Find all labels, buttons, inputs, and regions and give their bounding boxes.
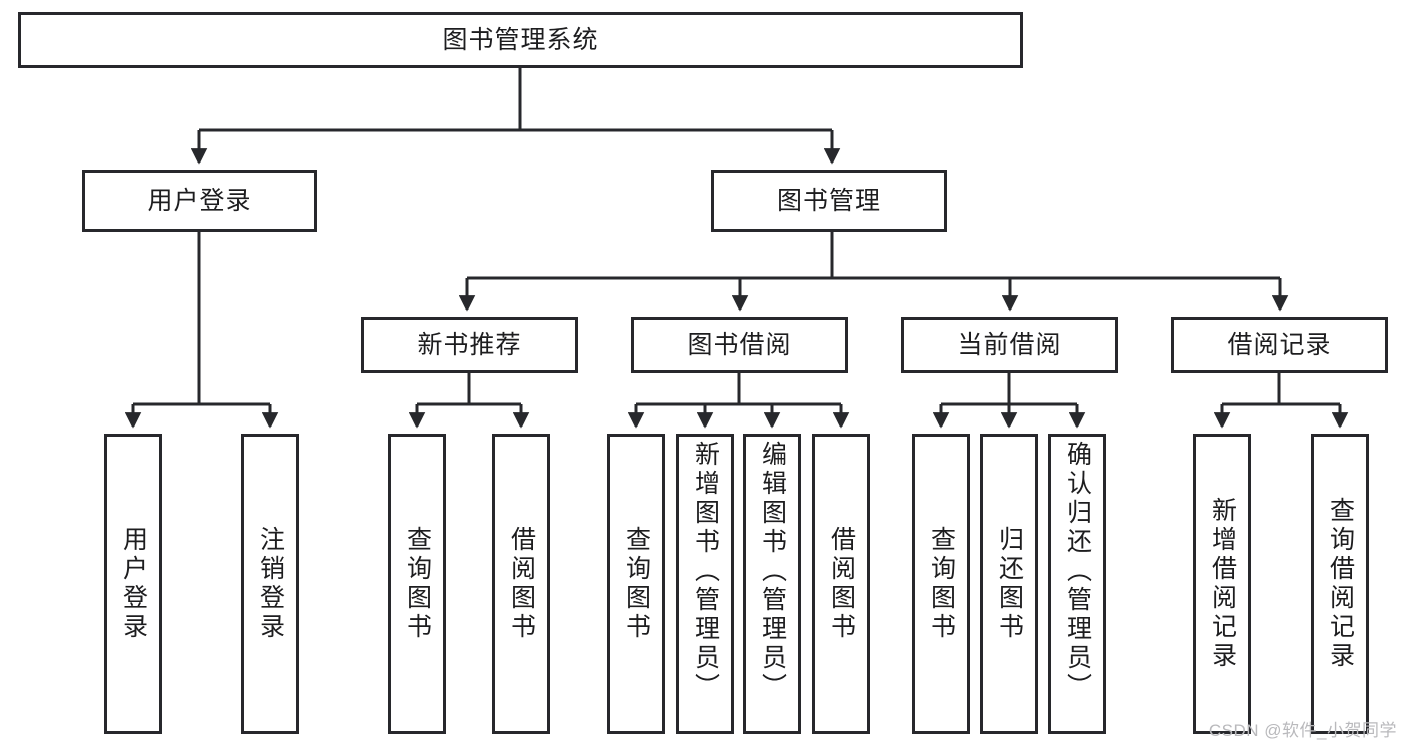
node-root-label: 图书管理系统 — [442, 25, 599, 54]
leaf-borrow-book-1-label: 借阅图书 — [507, 526, 536, 642]
node-new-book-recommend-label: 新书推荐 — [417, 330, 522, 359]
leaf-edit-book[interactable]: 编辑图书（管理员） — [743, 434, 801, 734]
leaf-query-book-3-label: 查询图书 — [927, 526, 956, 642]
leaf-query-book-3[interactable]: 查询图书 — [912, 434, 970, 734]
leaf-borrow-book-2[interactable]: 借阅图书 — [812, 434, 870, 734]
leaf-user-logout-label: 注销登录 — [256, 526, 285, 642]
leaf-query-book-2-label: 查询图书 — [622, 526, 651, 642]
leaf-borrow-book-1[interactable]: 借阅图书 — [492, 434, 550, 734]
leaf-query-book-1[interactable]: 查询图书 — [388, 434, 446, 734]
node-new-book-recommend[interactable]: 新书推荐 — [361, 317, 578, 373]
leaf-query-book-2[interactable]: 查询图书 — [607, 434, 665, 734]
leaf-query-book-1-label: 查询图书 — [403, 526, 432, 642]
leaf-user-logout[interactable]: 注销登录 — [241, 434, 299, 734]
leaf-return-book[interactable]: 归还图书 — [980, 434, 1038, 734]
leaf-add-book-label: 新增图书（管理员） — [691, 441, 720, 702]
leaf-confirm-return[interactable]: 确认归还（管理员） — [1048, 434, 1106, 734]
node-borrow-record-label: 借阅记录 — [1227, 330, 1332, 359]
node-user-login-label: 用户登录 — [147, 186, 252, 215]
leaf-edit-book-label: 编辑图书（管理员） — [758, 441, 787, 702]
leaf-query-record-label: 查询借阅记录 — [1326, 497, 1355, 671]
leaf-user-login[interactable]: 用户登录 — [104, 434, 162, 734]
node-book-management-label: 图书管理 — [776, 186, 881, 215]
node-root[interactable]: 图书管理系统 — [18, 12, 1023, 68]
node-current-borrow-label: 当前借阅 — [957, 330, 1062, 359]
csdn-watermark: CSDN @软件_小贺同学 — [1208, 721, 1397, 740]
leaf-add-record[interactable]: 新增借阅记录 — [1193, 434, 1251, 734]
node-user-login[interactable]: 用户登录 — [82, 170, 317, 232]
leaf-confirm-return-label: 确认归还（管理员） — [1063, 441, 1092, 702]
leaf-query-record[interactable]: 查询借阅记录 — [1311, 434, 1369, 734]
node-borrow-record[interactable]: 借阅记录 — [1171, 317, 1388, 373]
node-book-borrow-label: 图书借阅 — [687, 330, 792, 359]
leaf-return-book-label: 归还图书 — [995, 526, 1024, 642]
leaf-add-record-label: 新增借阅记录 — [1208, 497, 1237, 671]
leaf-user-login-label: 用户登录 — [119, 526, 148, 642]
node-book-borrow[interactable]: 图书借阅 — [631, 317, 848, 373]
leaf-add-book[interactable]: 新增图书（管理员） — [676, 434, 734, 734]
leaf-borrow-book-2-label: 借阅图书 — [827, 526, 856, 642]
node-current-borrow[interactable]: 当前借阅 — [901, 317, 1118, 373]
node-book-management[interactable]: 图书管理 — [711, 170, 947, 232]
